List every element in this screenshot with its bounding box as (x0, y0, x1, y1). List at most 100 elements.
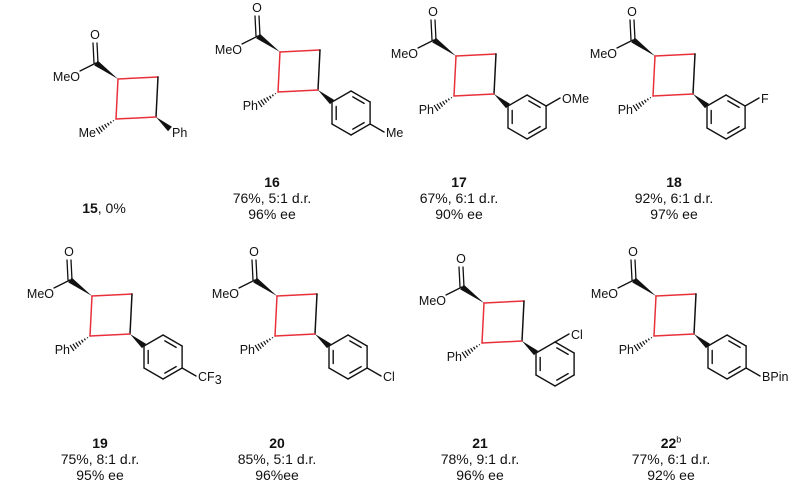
yield-dr-text: 75%, 8:1 d.r. (60, 451, 140, 467)
compound-19-arene-bond (143, 334, 164, 347)
compound-18-arene-bond (725, 94, 746, 107)
compound-21-ring-bond (481, 340, 523, 344)
compound-20-arene-double-bond (349, 365, 362, 374)
compound-20-carbonyl-bond (255, 259, 258, 281)
compound-18-aryl-substituent-bond (744, 97, 760, 107)
compound-19-ring-bond (89, 295, 93, 337)
compound-21-ring-bond (481, 302, 485, 344)
compound-21-ring-bond (521, 300, 525, 342)
compound-22-aryl-substituent-bond (745, 367, 761, 377)
compound-21-arene-double-bond (556, 347, 569, 356)
caption-line-1: 18 (635, 174, 714, 190)
compound-21-arene-bond (554, 374, 575, 387)
compound-18-hashed-bond (632, 96, 652, 112)
compound-19-arene-bond (162, 334, 183, 347)
compound-16-ring-bond (277, 89, 319, 93)
compound-18-arene-bond (706, 94, 727, 107)
compound-number: 20 (269, 435, 285, 451)
compound-22-substituent-label: Ph (619, 343, 634, 357)
compound-18-ring-bond (652, 93, 694, 97)
compound-number: 15 (82, 200, 98, 216)
compound-16-aryl-substituent-bond (369, 123, 385, 133)
compound-15-carbonyl-bond (92, 42, 95, 64)
compound-19-arene-bond (143, 367, 164, 380)
compound-22-arene-bond (707, 367, 728, 380)
compound-19-aryl-substituent-bond (181, 367, 197, 377)
compound-19-ring-bond (89, 333, 131, 337)
compound-15-carbonyl-oxygen: O (90, 28, 100, 42)
compound-21-arene-bond (535, 374, 556, 387)
compound-15-ester-bond (79, 62, 97, 72)
compound-22-carbonyl-bond (630, 259, 633, 281)
compound-20-ring-bond (274, 295, 278, 337)
compound-17-carbonyl-bond (430, 19, 433, 41)
compound-caption: 15, 0% (82, 200, 126, 216)
compound-20-arene-double-bond (349, 340, 362, 349)
compound-22-ring-bond (653, 295, 657, 337)
compound-20-aryl-substituent-bond (366, 367, 382, 377)
compound-18-ring-bond (692, 53, 696, 95)
compound-22-hashed-bond (633, 336, 653, 352)
caption-line-1: 20 (238, 435, 317, 451)
compound-17-ring-bond (493, 53, 497, 95)
compound-15-ring-bond (117, 76, 159, 80)
compound-22-aryl-substituent-label: BPin (762, 370, 788, 384)
compound-number: 16 (264, 174, 280, 190)
compound-15-carbonyl-bond (96, 42, 99, 64)
compound-21-substituent-label: Ph (447, 350, 462, 364)
yield-dr-text: 67%, 6:1 d.r. (419, 190, 499, 206)
compound-18-methoxy-label: MeO (590, 47, 617, 61)
compound-19-aryl-wedge (130, 334, 146, 349)
compound-17-substituent-label: Ph (419, 103, 434, 117)
compound-18-arene-double-bond (727, 100, 740, 109)
compound-17-arene-bond (526, 127, 547, 140)
caption-line-1: 15, 0% (82, 200, 126, 216)
footnote-marker: b (676, 434, 682, 445)
compound-18-carbonyl-bond (629, 19, 632, 41)
compound-18-ring-bond (652, 55, 656, 97)
compound-21-ester-wedge (460, 284, 484, 303)
compound-18-arene-bond (725, 127, 746, 140)
compound-16-ester-bond (241, 35, 259, 45)
compound-17-arene-double-bond (528, 125, 541, 134)
compound-22-methoxy-label: MeO (591, 287, 618, 301)
compound-16-arene-bond (331, 123, 352, 136)
compound-15-aryl-wedge (156, 117, 172, 132)
compound-22-ring-bond (653, 333, 695, 337)
compound-20-aryl-wedge (315, 334, 331, 349)
compound-number: 17 (451, 174, 467, 190)
compound-17-arene-bond (526, 94, 547, 107)
compound-16-arene-bond (350, 90, 371, 103)
ee-text: 97% ee (650, 206, 698, 222)
compound-21-aryl-substituent-bond (554, 333, 570, 343)
compound-15-methoxy-label: MeO (53, 70, 80, 84)
compound-17-carbonyl-bond (434, 19, 437, 41)
compound-17-aryl-substituent-bond (545, 97, 561, 107)
compound-17-aryl-wedge (494, 94, 510, 109)
compound-22-aryl-wedge (694, 334, 710, 349)
compound-number: 18 (666, 174, 682, 190)
compound-16-arene-double-bond (352, 96, 365, 105)
compound-16-carbonyl-bond (254, 15, 257, 37)
compound-19-carbonyl-bond (66, 259, 69, 281)
compound-22-ester-bond (617, 279, 635, 289)
compound-15-ring-bond (115, 116, 157, 120)
compound-18-ester-wedge (631, 37, 655, 56)
compound-22-carbonyl-oxygen: O (628, 245, 638, 259)
compound-15-hashed-bond (95, 119, 115, 135)
yield-dr-text: 76%, 5:1 d.r. (232, 190, 312, 206)
caption-line-1: 16 (233, 174, 312, 190)
caption-line-1: 21 (441, 435, 520, 451)
compound-21-carbonyl-bond (462, 266, 465, 288)
compound-17-arene-bond (507, 94, 528, 107)
compound-21-ring-bond (483, 300, 525, 304)
compound-18-arene-double-bond (727, 125, 740, 134)
compound-17-methoxy-label: MeO (391, 47, 418, 61)
compound-18-carbonyl-oxygen: O (627, 5, 637, 19)
compound-19-carbonyl-oxygen: O (64, 245, 74, 259)
